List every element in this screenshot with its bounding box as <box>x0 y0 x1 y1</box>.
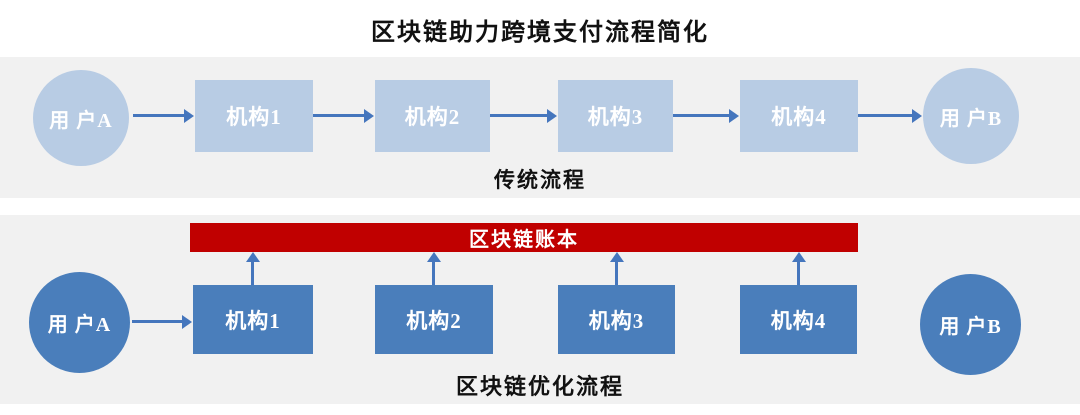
blockchain-institution-3-box: 机构3 <box>558 285 675 354</box>
up-arrow-inst3-to-ledger <box>609 252 624 285</box>
traditional-user-b-circle: 用 户B <box>923 68 1019 164</box>
diagram-title: 区块链助力跨境支付流程简化 <box>371 20 709 46</box>
traditional-flow-band <box>0 57 1080 198</box>
arrow-user-a-to-inst1 <box>133 108 194 123</box>
up-arrow-inst4-to-ledger <box>791 252 806 285</box>
blockchain-user-b-circle: 用 户B <box>920 274 1021 375</box>
blockchain-institution-1-box: 机构1 <box>193 285 313 354</box>
arrow-inst3-to-inst4 <box>673 108 739 123</box>
up-arrow-inst1-to-ledger <box>245 252 260 285</box>
arrow-user-a-to-inst1-blockchain <box>132 314 192 329</box>
arrow-inst1-to-inst2 <box>313 108 374 123</box>
traditional-institution-1-box: 机构1 <box>195 80 313 152</box>
arrow-inst2-to-inst3 <box>490 108 557 123</box>
blockchain-user-a-circle: 用 户A <box>29 272 130 373</box>
blockchain-institution-2-box: 机构2 <box>375 285 493 354</box>
blockchain-institution-4-box: 机构4 <box>740 285 857 354</box>
traditional-user-a-circle: 用 户A <box>33 70 129 166</box>
traditional-flow-label: 传统流程 <box>494 168 586 192</box>
traditional-institution-2-box: 机构2 <box>375 80 490 152</box>
blockchain-ledger-bar: 区块链账本 <box>190 223 858 252</box>
arrow-inst4-to-user-b <box>858 108 922 123</box>
up-arrow-inst2-to-ledger <box>426 252 441 285</box>
blockchain-flow-label: 区块链优化流程 <box>455 374 624 399</box>
traditional-institution-3-box: 机构3 <box>558 80 673 152</box>
traditional-institution-4-box: 机构4 <box>740 80 858 152</box>
